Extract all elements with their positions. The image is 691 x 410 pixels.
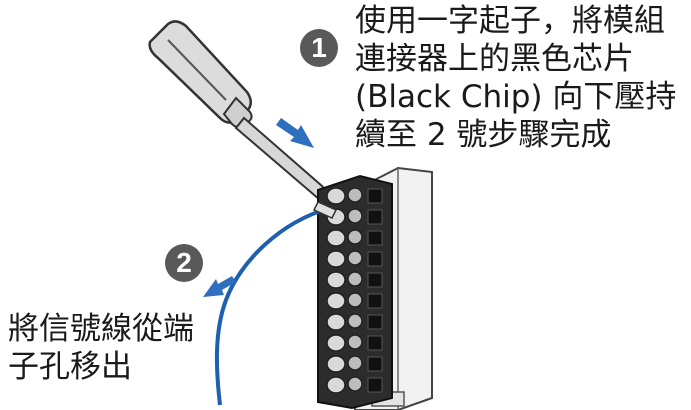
step-1-line: 續至 2 號步驟完成 bbox=[355, 117, 612, 153]
step-1-line: 使用一字起子，將模組 bbox=[355, 3, 665, 39]
terminal-hole bbox=[347, 187, 363, 203]
terminal-row bbox=[326, 271, 383, 289]
terminal-row bbox=[326, 376, 383, 394]
step-1-line: (Black Chip) 向下壓持 bbox=[355, 79, 677, 115]
push-arrow bbox=[276, 118, 314, 148]
step-1-number-badge: 1 bbox=[300, 29, 338, 67]
terminal-hole bbox=[347, 250, 363, 266]
signal-wire bbox=[214, 206, 331, 406]
terminal-hole bbox=[347, 355, 363, 371]
terminal-screw bbox=[326, 334, 346, 352]
terminal-row bbox=[326, 208, 383, 226]
step-2-instruction: 將信號線從端 子孔移出 bbox=[8, 310, 194, 386]
terminal-hole bbox=[347, 292, 363, 308]
black-chip bbox=[367, 293, 383, 309]
terminal-row bbox=[326, 229, 383, 247]
terminal-screw bbox=[326, 313, 346, 331]
pull-arrow bbox=[203, 276, 236, 297]
terminal-row bbox=[326, 355, 383, 373]
terminal-screw bbox=[326, 292, 346, 310]
screwdriver-shaft bbox=[234, 116, 332, 202]
terminal-row bbox=[326, 187, 383, 205]
black-chip bbox=[367, 209, 383, 225]
terminal-hole bbox=[347, 208, 363, 224]
terminal-rows bbox=[326, 187, 383, 394]
step-1-line: 連接器上的黑色芯片 bbox=[355, 41, 634, 77]
terminal-screw bbox=[326, 376, 346, 394]
terminal-screw bbox=[326, 355, 346, 373]
black-chip bbox=[367, 356, 383, 372]
terminal-row bbox=[326, 250, 383, 268]
terminal-hole bbox=[347, 271, 363, 287]
terminal-screw bbox=[326, 271, 346, 289]
screwdriver bbox=[148, 20, 332, 202]
black-chip bbox=[367, 230, 383, 246]
step-2-line: 子孔移出 bbox=[8, 349, 132, 385]
terminal-row bbox=[326, 313, 383, 331]
terminal-row bbox=[326, 334, 383, 352]
black-chip bbox=[367, 272, 383, 288]
step-2-line: 將信號線從端 bbox=[8, 311, 194, 347]
black-chip bbox=[367, 377, 383, 393]
terminal-hole bbox=[347, 313, 363, 329]
black-chip bbox=[367, 314, 383, 330]
terminal-screw bbox=[326, 250, 346, 268]
terminal-block bbox=[317, 174, 393, 410]
terminal-screw bbox=[326, 229, 346, 247]
push-arrow-shape bbox=[276, 118, 314, 148]
step-2-number-badge: 2 bbox=[165, 244, 203, 282]
black-chip bbox=[367, 188, 383, 204]
wire-tip bbox=[312, 201, 338, 219]
terminal-hole bbox=[347, 376, 363, 392]
screwdriver-grip-line bbox=[167, 39, 227, 101]
pull-arrow-shape bbox=[203, 276, 236, 297]
terminal-screw bbox=[326, 187, 346, 205]
terminal-row bbox=[326, 292, 383, 310]
step-1-instruction: 使用一字起子，將模組 連接器上的黑色芯片 (Black Chip) 向下壓持 續… bbox=[355, 2, 676, 154]
terminal-hole bbox=[347, 334, 363, 350]
black-chip bbox=[367, 251, 383, 267]
terminal-hole bbox=[347, 229, 363, 245]
black-chip bbox=[367, 335, 383, 351]
